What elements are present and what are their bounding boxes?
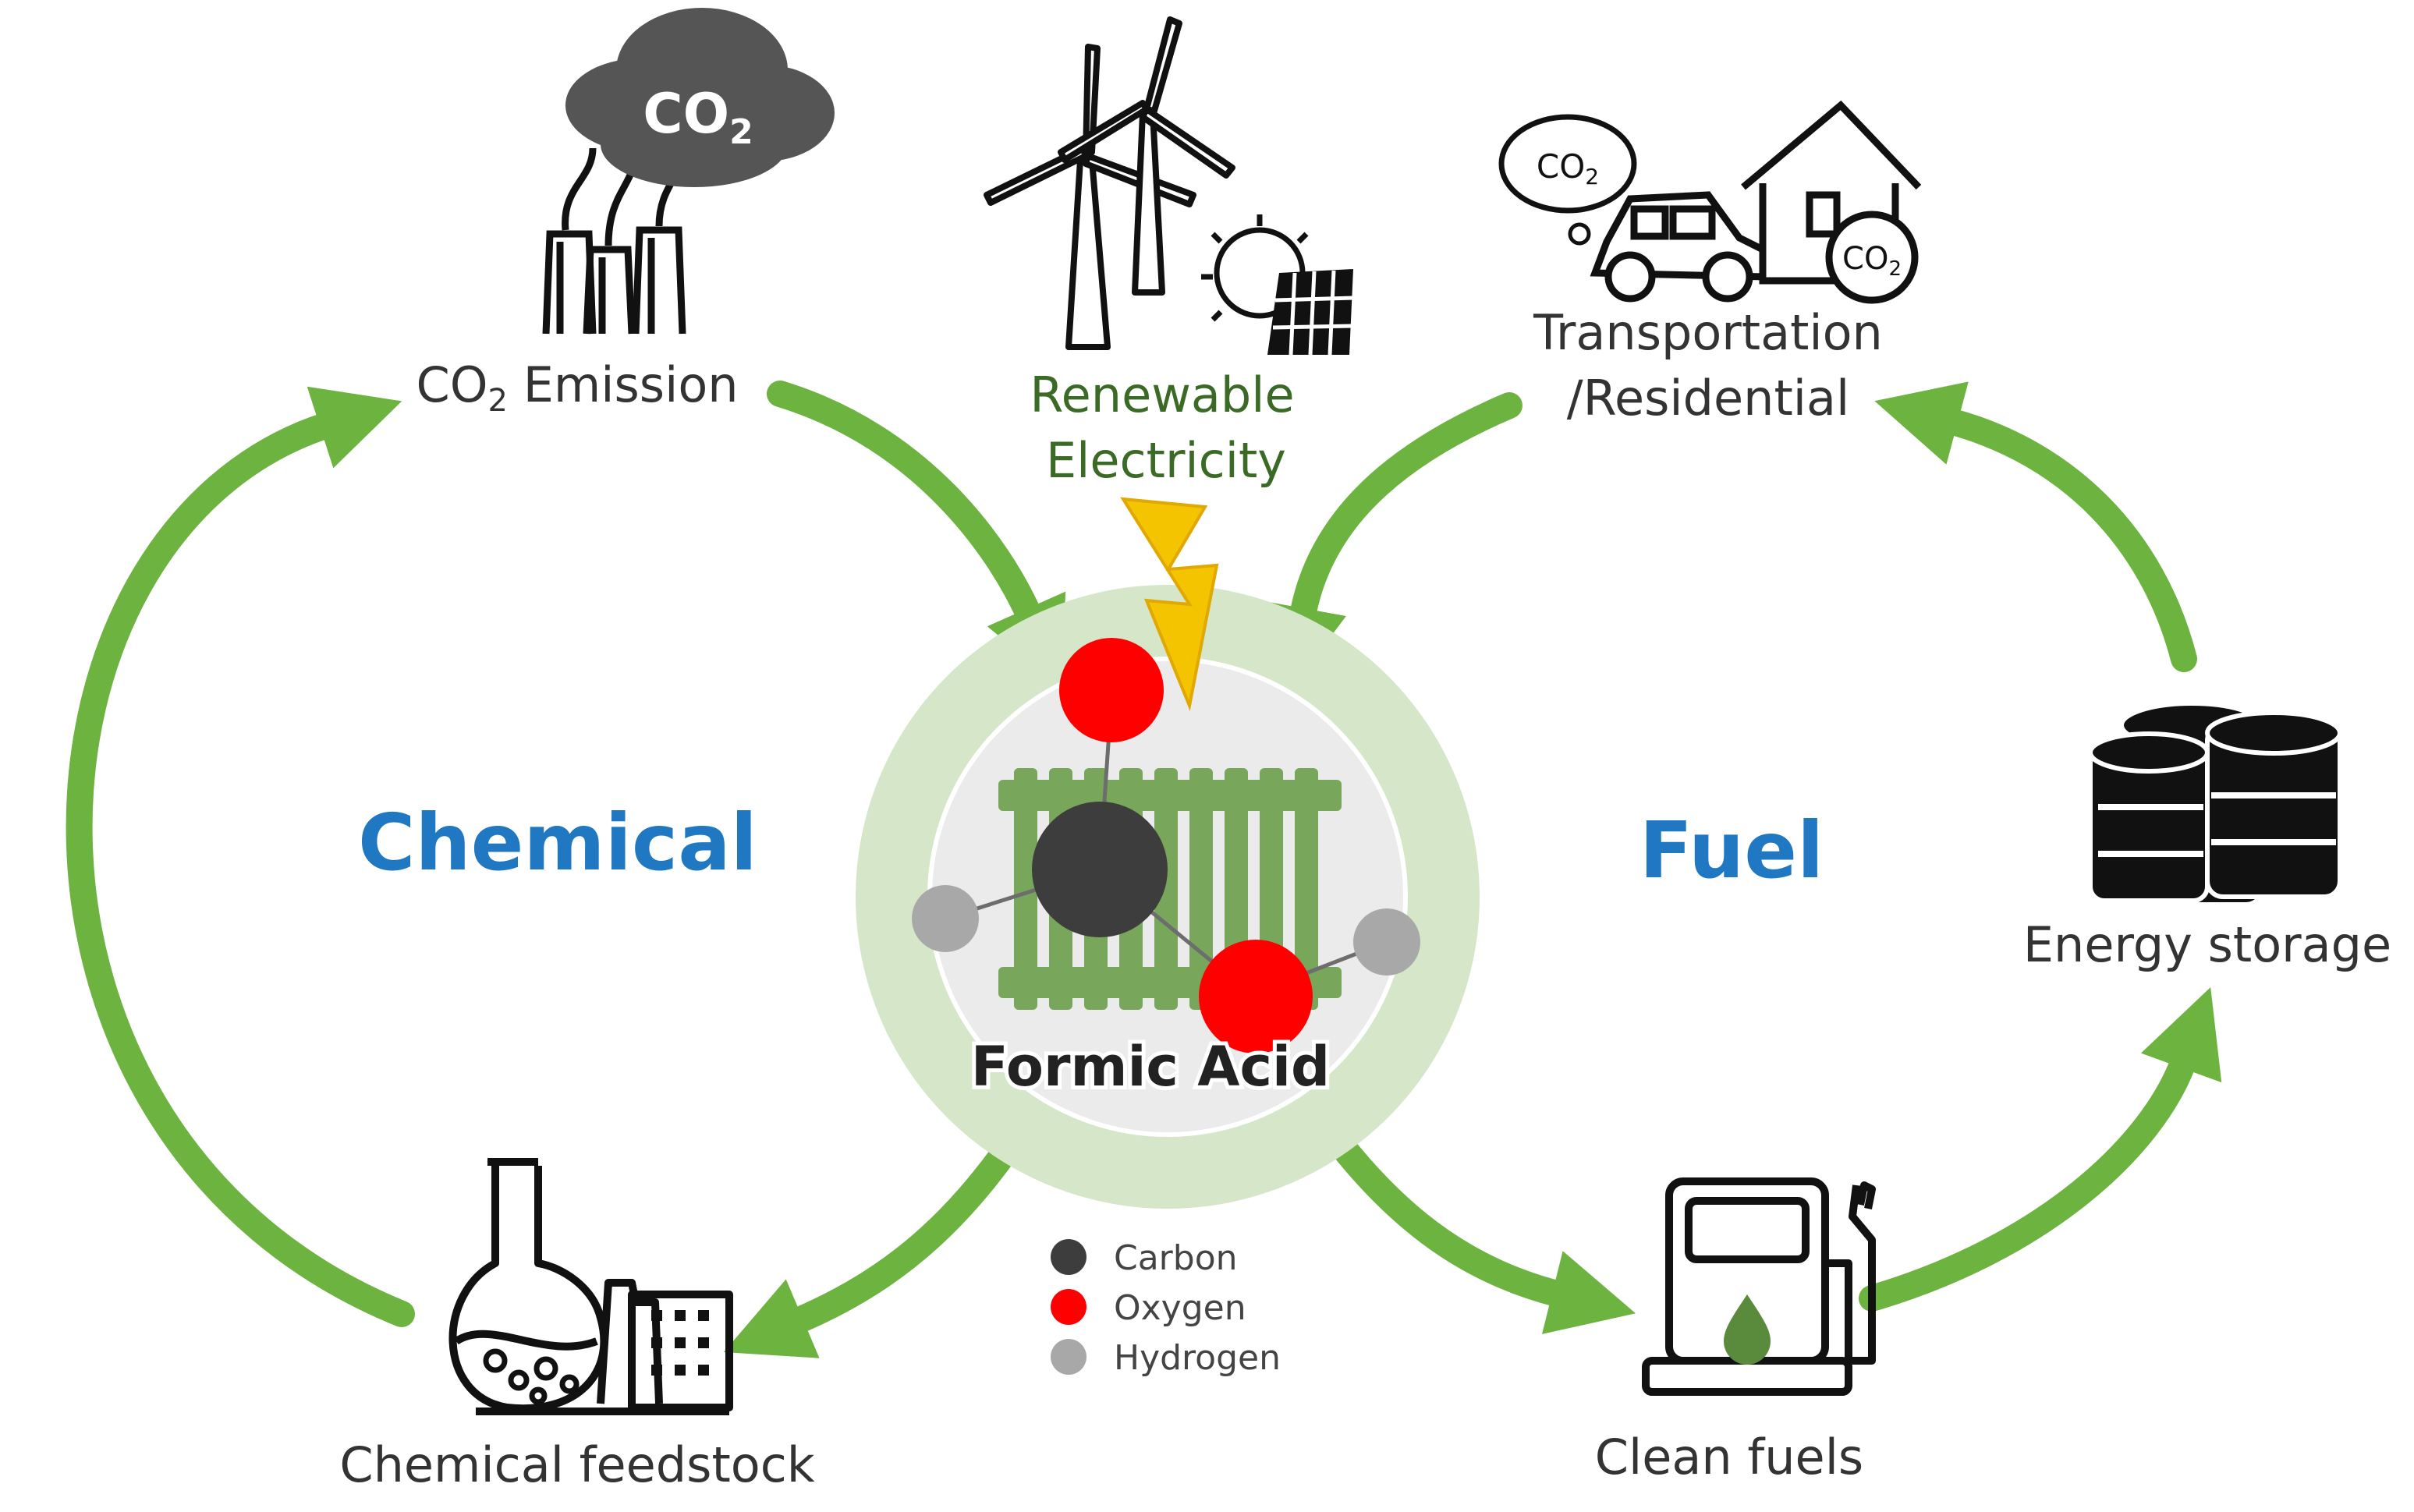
energy-storage-label: Energy storage: [2023, 916, 2391, 973]
lightning-bolt-icon: [1120, 497, 1219, 711]
arrow-cleanfuels-to-storage: [1859, 987, 2222, 1312]
oil-barrels-icon: [2088, 701, 2342, 907]
hydrogen-atom-left: [912, 885, 979, 952]
svg-text:CO2: CO2: [1842, 241, 1902, 281]
formic-acid-center: Formic Acid: [856, 585, 1480, 1209]
arrow-co2-to-center: [767, 381, 1066, 688]
chemical-feedstock-label: Chemical feedstock: [339, 1436, 814, 1493]
co2-bubble-icon: CO2: [1498, 114, 1637, 246]
flask-bubbles: [483, 1348, 580, 1405]
legend-label-hydrogen: Hydrogen: [1114, 1338, 1281, 1378]
legend-swatch-hydrogen: [1051, 1339, 1086, 1375]
arrow-transport-to-center: [1261, 392, 1522, 693]
renewable-label-line1: Renewable: [1030, 366, 1294, 423]
atom-legend: Carbon Oxygen Hydrogen: [1051, 1238, 1281, 1378]
arrow-feedstock-to-co2: [66, 386, 415, 1327]
renewable-electricity-node: Renewable Electricity: [984, 16, 1354, 489]
carbon-atom: [1032, 802, 1168, 937]
factory-windows-icon: [651, 1310, 709, 1376]
region-label-chemical: Chemical: [358, 797, 757, 888]
chemical-feedstock-node: Chemical feedstock: [339, 1158, 815, 1493]
oxygen-atom-top: [1059, 638, 1164, 742]
legend-label-carbon: Carbon: [1114, 1238, 1238, 1278]
svg-text:CO2: CO2: [1537, 147, 1599, 189]
transport-label-line1: Transportation: [1533, 304, 1883, 361]
center-label: Formic Acid: [971, 1035, 1330, 1099]
clean-fuels-label: Clean fuels: [1595, 1429, 1863, 1485]
fuel-pump-icon: [1642, 1177, 1876, 1396]
co2-emission-label: CO2 Emission: [416, 356, 738, 419]
energy-storage-node: Energy storage: [2023, 701, 2391, 973]
oxygen-atom-bottom: [1199, 940, 1313, 1053]
legend-label-oxygen: Oxygen: [1114, 1288, 1246, 1328]
legend-swatch-oxygen: [1051, 1289, 1086, 1325]
svg-text:CO2: CO2: [643, 82, 753, 152]
region-label-fuel: Fuel: [1639, 805, 1824, 896]
house-icon: [1741, 100, 1922, 304]
solar-panel-icon: [1201, 214, 1354, 356]
fuel-drop-icon: [1724, 1294, 1771, 1365]
renewable-label-line2: Electricity: [1046, 432, 1286, 489]
arrow-storage-to-transport: [1874, 381, 2197, 672]
car-icon: [1590, 191, 1771, 303]
co2-cloud-icon: CO2: [565, 8, 835, 187]
transportation-residential-node: CO2 CO2 Transportation /Residential: [1498, 100, 1922, 427]
legend-swatch-carbon: [1051, 1239, 1086, 1275]
flask-factory-icon: [448, 1158, 733, 1415]
transport-label-line2: /Residential: [1567, 370, 1849, 427]
hydrogen-atom-right: [1353, 908, 1420, 976]
clean-fuels-node: Clean fuels: [1595, 1177, 1876, 1485]
co2-emission-node: CO2 CO2 Emission: [416, 8, 835, 419]
wind-turbine-icon: [984, 16, 1235, 350]
